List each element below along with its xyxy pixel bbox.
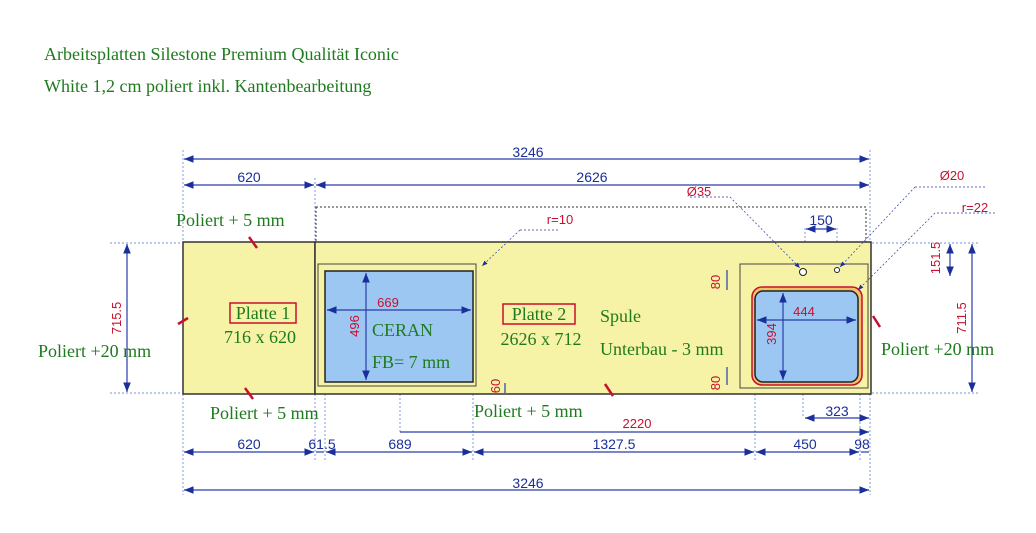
overhang-outline <box>315 206 867 243</box>
title-line-1: Arbeitsplatten Silestone Premium Qualitä… <box>44 44 399 64</box>
dim-dia-35: Ø35 <box>687 184 712 199</box>
dim-sink-height: 394 <box>764 323 779 345</box>
label-platte-2: Platte 2 <box>512 304 567 324</box>
label-ceran-fb: FB= 7 mm <box>372 352 450 372</box>
label-spule-unterbau: Unterbau - 3 mm <box>600 339 723 359</box>
dim-bottom-620: 620 <box>237 436 261 452</box>
dim-bottom-13275: 1327.5 <box>593 436 636 452</box>
dim-radius-10: r=10 <box>547 212 573 227</box>
dim-left-height: 715.5 <box>109 302 124 335</box>
dim-bottom-98: 98 <box>854 436 870 452</box>
dim-sink-80-top: 80 <box>708 275 723 289</box>
dim-right-1515: 151.5 <box>928 242 943 275</box>
dim-ceran-gap: 60 <box>488 379 503 393</box>
dim-total-bottom: 3246 <box>512 475 543 491</box>
ceran-frame <box>317 263 477 387</box>
dim-sink-width: 444 <box>793 304 815 319</box>
dim-bottom-450: 450 <box>793 436 817 452</box>
dim-total-top: 3246 <box>512 144 543 160</box>
dim-bottom-689: 689 <box>388 436 412 452</box>
dim-ceran-height: 496 <box>347 315 362 337</box>
leader-lines <box>481 186 995 291</box>
dim-dia-20: Ø20 <box>940 168 965 183</box>
tap-hole-35 <box>799 268 807 276</box>
label-poliert-right: Poliert +20 mm <box>881 339 994 359</box>
dim-2220: 2220 <box>623 416 652 431</box>
dim-radius-22: r=22 <box>962 200 988 215</box>
edge-markers <box>177 236 882 400</box>
sink-frame <box>739 263 869 389</box>
label-platte-1-size: 716 x 620 <box>224 327 296 347</box>
ceran-cutout <box>324 270 474 383</box>
label-poliert-top: Poliert + 5 mm <box>176 210 285 230</box>
platte-1-label-box <box>229 302 297 324</box>
label-platte-1: Platte 1 <box>236 303 291 323</box>
tap-hole-20 <box>834 267 840 273</box>
platte-2-label-box <box>502 303 576 325</box>
label-poliert-left: Poliert +20 mm <box>38 341 151 361</box>
dimension-lines <box>123 155 976 494</box>
title-line-2: White 1,2 cm poliert inkl. Kantenbearbei… <box>44 76 371 96</box>
label-spule: Spule <box>600 306 641 326</box>
dim-323: 323 <box>825 403 849 419</box>
dim-top-left: 620 <box>237 169 261 185</box>
label-ceran: CERAN <box>372 320 433 340</box>
label-poliert-bottom-left: Poliert + 5 mm <box>210 403 319 423</box>
label-poliert-bottom-mid: Poliert + 5 mm <box>474 401 583 421</box>
dim-right-height: 711.5 <box>954 302 969 334</box>
dim-ceran-width: 669 <box>377 295 399 310</box>
label-platte-2-size: 2626 x 712 <box>501 329 582 349</box>
dim-bottom-615: 61.5 <box>308 436 335 452</box>
dim-hole-spacing: 150 <box>809 212 833 228</box>
dim-top-right: 2626 <box>576 169 607 185</box>
dim-sink-80-bottom: 80 <box>708 376 723 390</box>
